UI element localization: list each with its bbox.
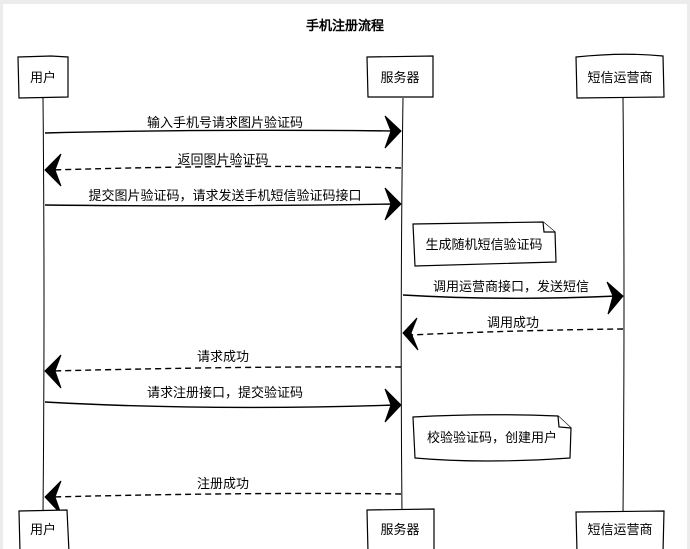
participant-server-top[interactable]: 服务器	[366, 55, 434, 98]
participant-sms-bottom[interactable]: 短信运营商	[575, 510, 665, 549]
arrow-head-icon	[402, 317, 419, 351]
lifeline-server	[400, 97, 404, 515]
arrow-head-icon	[44, 354, 62, 389]
message-label: 调用运营商接口，发送短信	[433, 279, 589, 295]
arrow-head-icon	[384, 388, 402, 423]
lifeline-sms	[622, 97, 625, 515]
sequence-diagram: 手机注册流程 用户 服务器 短信运营商 输入手机号请求图片验证码 返回图片验证码…	[17, 18, 665, 549]
arrow-head-icon	[384, 115, 402, 149]
message-label: 请求注册接口，提交验证码	[147, 385, 303, 401]
message-2[interactable]: 返回图片验证码	[44, 152, 402, 187]
participant-user-bottom[interactable]: 用户	[18, 509, 70, 549]
participant-label: 短信运营商	[587, 71, 652, 86]
message-6[interactable]: 调用成功	[402, 316, 624, 351]
diagram-title: 手机注册流程	[306, 18, 384, 34]
diagram-canvas: 手机注册流程 用户 服务器 短信运营商 输入手机号请求图片验证码 返回图片验证码…	[3, 4, 687, 549]
arrow-head-icon	[44, 153, 62, 187]
message-1[interactable]: 输入手机号请求图片验证码	[44, 115, 402, 149]
participant-label: 服务器	[380, 70, 419, 86]
message-label: 注册成功	[197, 477, 249, 492]
note-label: 校验验证码，创建用户	[427, 430, 557, 446]
message-label: 调用成功	[487, 316, 539, 331]
lifeline-user	[42, 97, 45, 515]
note-generate-code[interactable]: 生成随机短信验证码	[412, 221, 557, 267]
participant-user-top[interactable]: 用户	[17, 55, 69, 99]
message-label: 输入手机号请求图片验证码	[147, 115, 303, 131]
message-label: 提交图片验证码，请求发送手机短信验证码接口	[88, 188, 361, 204]
note-verify-create-user[interactable]: 校验验证码，创建用户	[412, 414, 572, 462]
message-5[interactable]: 调用运营商接口，发送短信	[402, 279, 624, 315]
participant-server-bottom[interactable]: 服务器	[366, 508, 435, 549]
participant-label: 短信运营商	[587, 523, 652, 538]
arrow-head-icon	[606, 281, 624, 315]
message-10[interactable]: 注册成功	[44, 477, 402, 515]
participant-label: 用户	[30, 70, 56, 86]
message-8[interactable]: 请求注册接口，提交验证码	[44, 385, 402, 423]
message-label: 请求成功	[197, 350, 249, 365]
arrow-head-icon	[384, 187, 402, 221]
participant-label: 用户	[30, 522, 56, 538]
message-label: 返回图片验证码	[177, 152, 268, 168]
participant-sms-top[interactable]: 短信运营商	[575, 53, 665, 99]
note-label: 生成随机短信验证码	[425, 237, 542, 253]
participant-label: 服务器	[380, 522, 419, 538]
message-3[interactable]: 提交图片验证码，请求发送手机短信验证码接口	[44, 187, 402, 221]
message-7[interactable]: 请求成功	[44, 350, 402, 389]
